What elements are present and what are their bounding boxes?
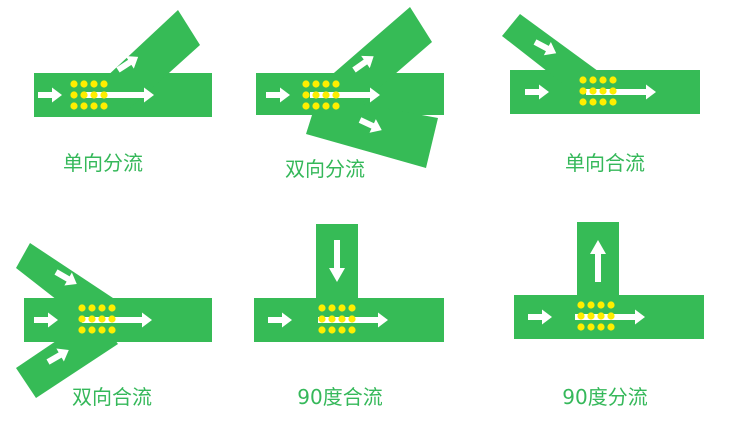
diagram-one-way-merge: 单向合流 — [502, 14, 700, 175]
caption-one-way-diverge: 单向分流 — [63, 151, 143, 175]
arrow-up-icon — [590, 240, 606, 282]
caption-two-way-diverge: 双向分流 — [285, 157, 365, 181]
branch-road — [88, 10, 200, 117]
diagram-one-way-diverge: 单向分流 — [34, 10, 212, 175]
diagram-diverge-90: 90度分流 — [514, 222, 704, 409]
diagram-two-way-merge: 双向合流 — [16, 243, 212, 409]
caption-diverge-90: 90度分流 — [562, 385, 647, 409]
caption-merge-90: 90度合流 — [297, 385, 382, 409]
caption-one-way-merge: 单向合流 — [565, 151, 645, 175]
branch-road — [502, 14, 602, 100]
lower-branch-road — [16, 314, 118, 398]
diagram-merge-90: 90度合流 — [254, 224, 444, 409]
caption-two-way-merge: 双向合流 — [72, 385, 152, 409]
arrow-down-icon — [329, 240, 345, 282]
diagram-two-way-diverge: 双向分流 — [256, 7, 444, 181]
